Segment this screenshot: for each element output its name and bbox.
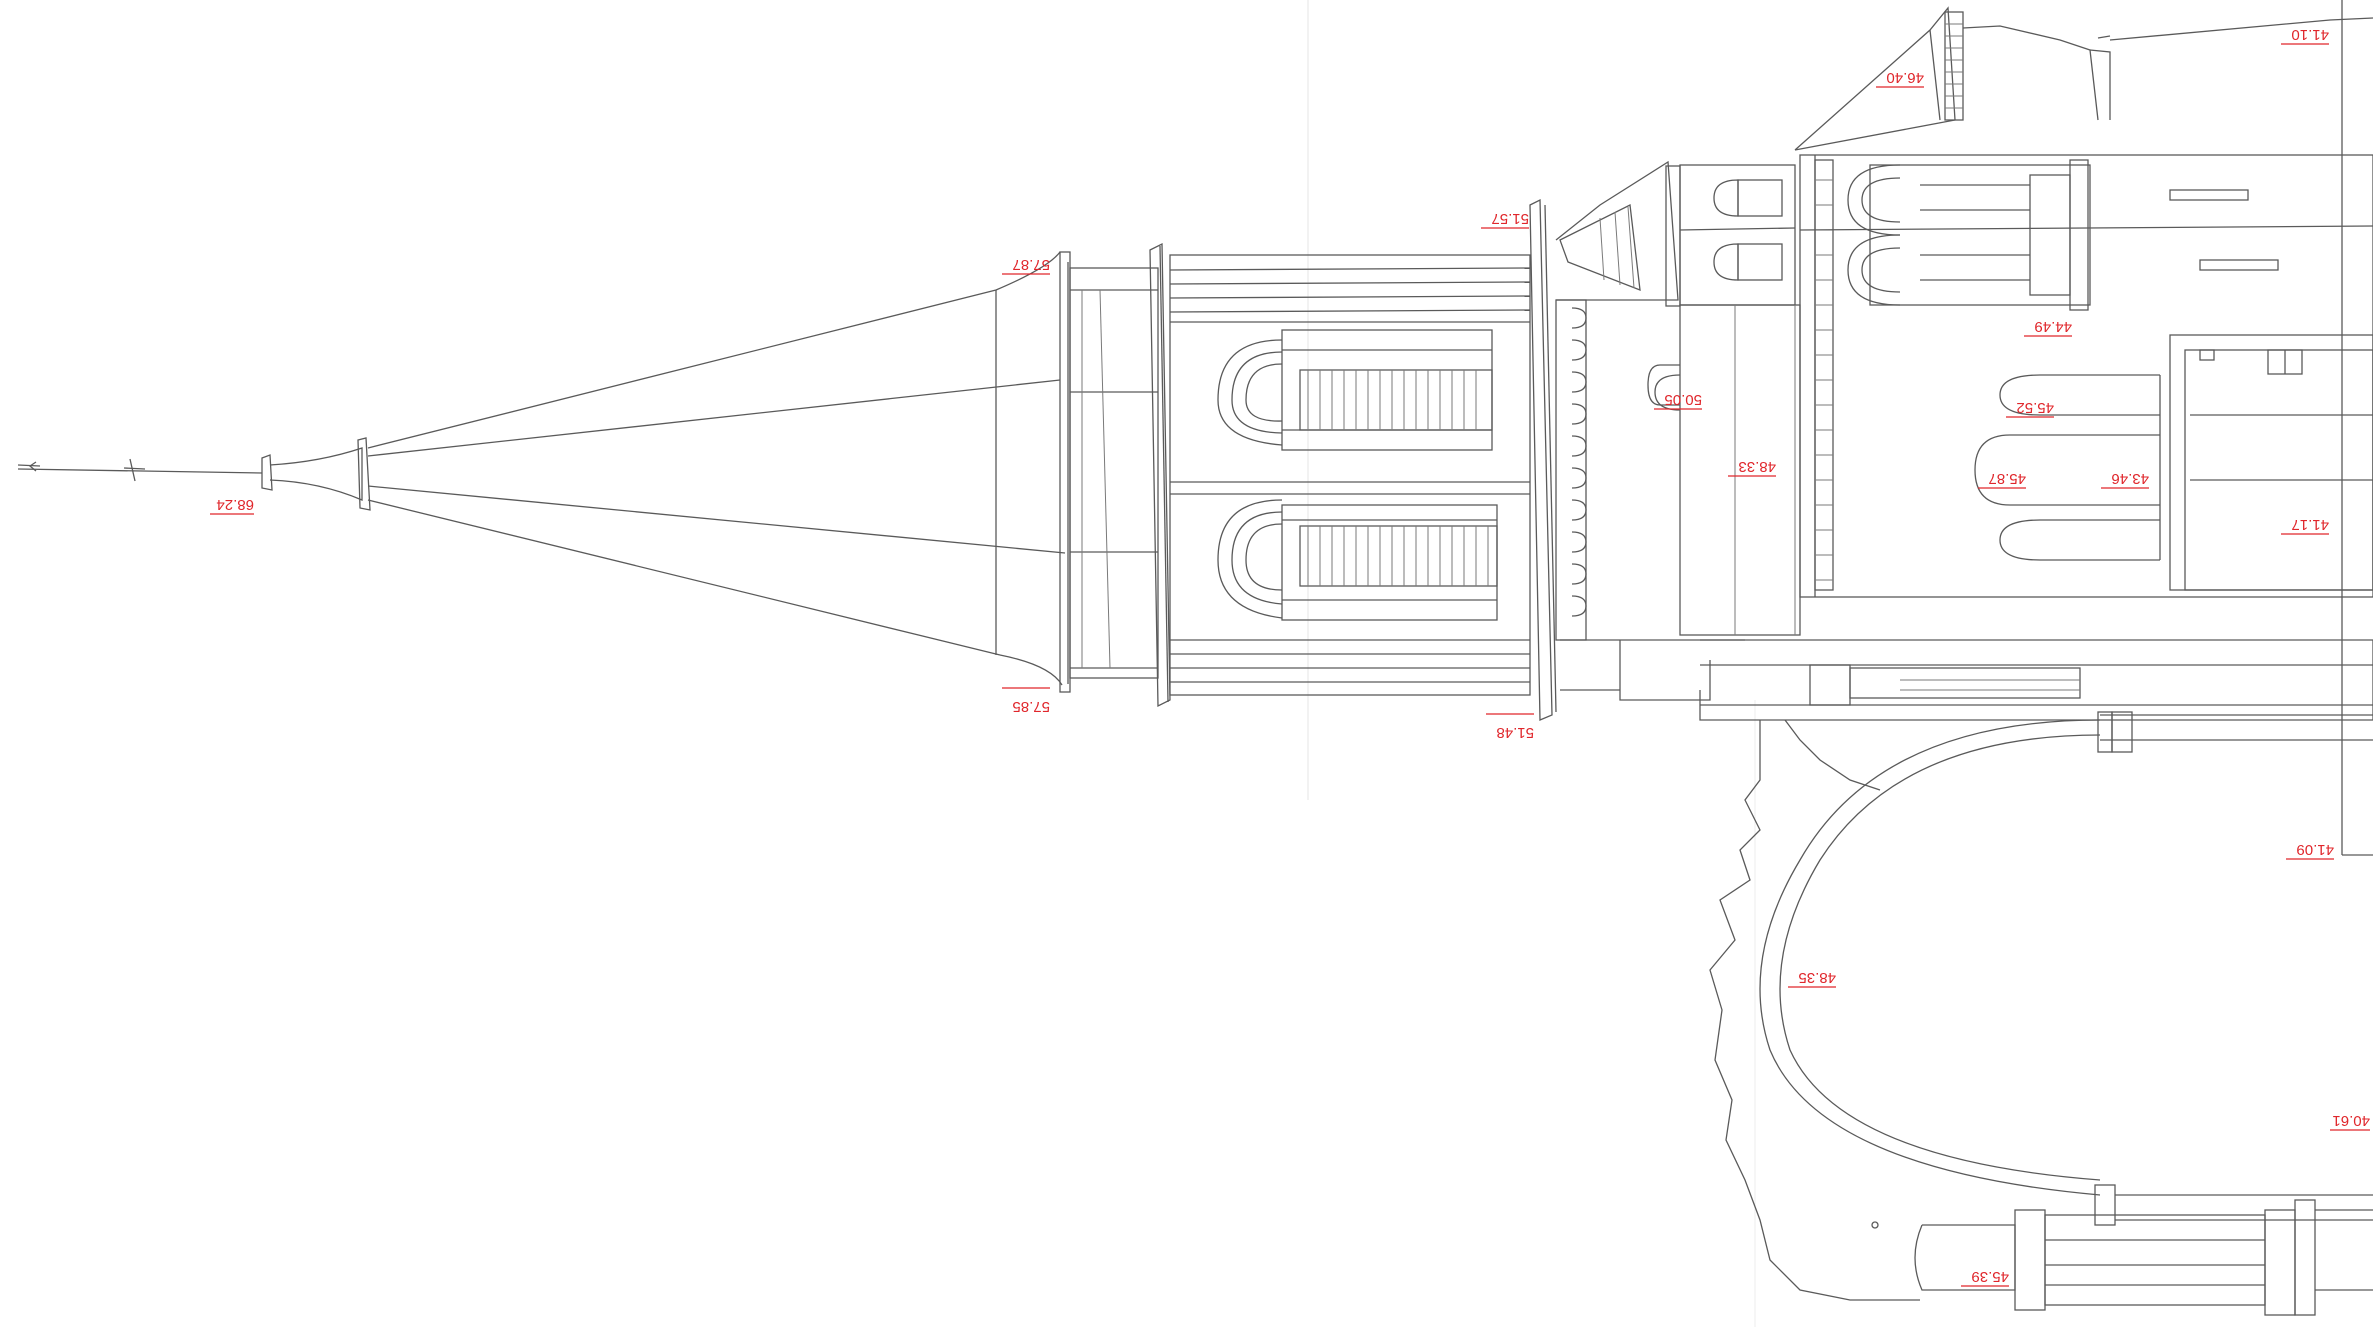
svg-text:48.35: 48.35 [1798,969,1836,986]
elevation-marker-41-10: 41.10 [2281,26,2329,45]
elevation-marker-45-39: 45.39 [1961,1268,2009,1287]
elevation-marker-51-57: 51.57 [1481,210,1529,229]
elevation-marker-50-05: 50.05 [1654,391,1702,410]
elevation-marker-41-09: 41.09 [2286,841,2334,860]
elevation-marker-51-48: 51.48 [1486,713,1534,741]
belfry [1149,198,1587,721]
elevation-marker-45-87: 45.87 [1978,470,2026,489]
paper-fold-lines [1307,0,1756,1327]
svg-text:50.05: 50.05 [1664,391,1702,408]
corbels-mid [1814,159,1834,591]
elevation-marker-40-61: 40.61 [2330,1112,2370,1131]
svg-text:51.48: 51.48 [1496,724,1534,741]
elevation-markers: 68.24 57.87 57.85 51.57 51.48 46.40 41.1… [210,26,2370,1287]
svg-text:40.61: 40.61 [2332,1112,2370,1129]
nave-block [1654,0,2373,856]
spire [17,251,1159,693]
svg-text:43.46: 43.46 [2111,470,2149,487]
corbel-table [1555,299,1587,641]
svg-text:57.85: 57.85 [1012,698,1050,715]
belfry-opening-lower [1217,499,1498,621]
svg-text:41.09: 41.09 [2296,841,2334,858]
svg-text:45.52: 45.52 [2016,399,2054,416]
elevation-marker-57-87: 57.87 [1002,256,1050,275]
svg-text:51.57: 51.57 [1491,210,1529,227]
elevation-marker-48-33: 48.33 [1728,458,1776,477]
elevation-marker-68-24: 68.24 [210,496,254,515]
elevation-marker-43-46: 43.46 [2101,470,2149,489]
finial-cross-icon [17,458,263,482]
svg-text:41.17: 41.17 [2291,516,2329,533]
svg-text:44.49: 44.49 [2034,318,2072,335]
base-moulding-block [1914,1199,2373,1316]
apse [1709,711,2373,1316]
svg-text:46.40: 46.40 [1886,69,1924,86]
svg-text:45.87: 45.87 [1988,470,2026,487]
elevation-marker-41-17: 41.17 [2281,516,2329,535]
elevation-marker-48-35: 48.35 [1788,969,1836,988]
belfry-opening-upper [1217,329,1493,451]
corbels-upper [1944,11,1964,121]
svg-text:45.39: 45.39 [1971,1268,2009,1285]
elevation-marker-44-49: 44.49 [2024,318,2072,337]
elevation-marker-57-85: 57.85 [1002,687,1050,715]
elevation-marker-46-40: 46.40 [1876,69,1924,88]
svg-text:57.87: 57.87 [1012,256,1050,273]
elevation-marker-45-52: 45.52 [2006,399,2054,418]
tower-shaft [1555,160,1801,701]
svg-text:68.24: 68.24 [216,496,254,513]
svg-text:41.10: 41.10 [2291,26,2329,43]
svg-text:48.33: 48.33 [1738,458,1776,475]
